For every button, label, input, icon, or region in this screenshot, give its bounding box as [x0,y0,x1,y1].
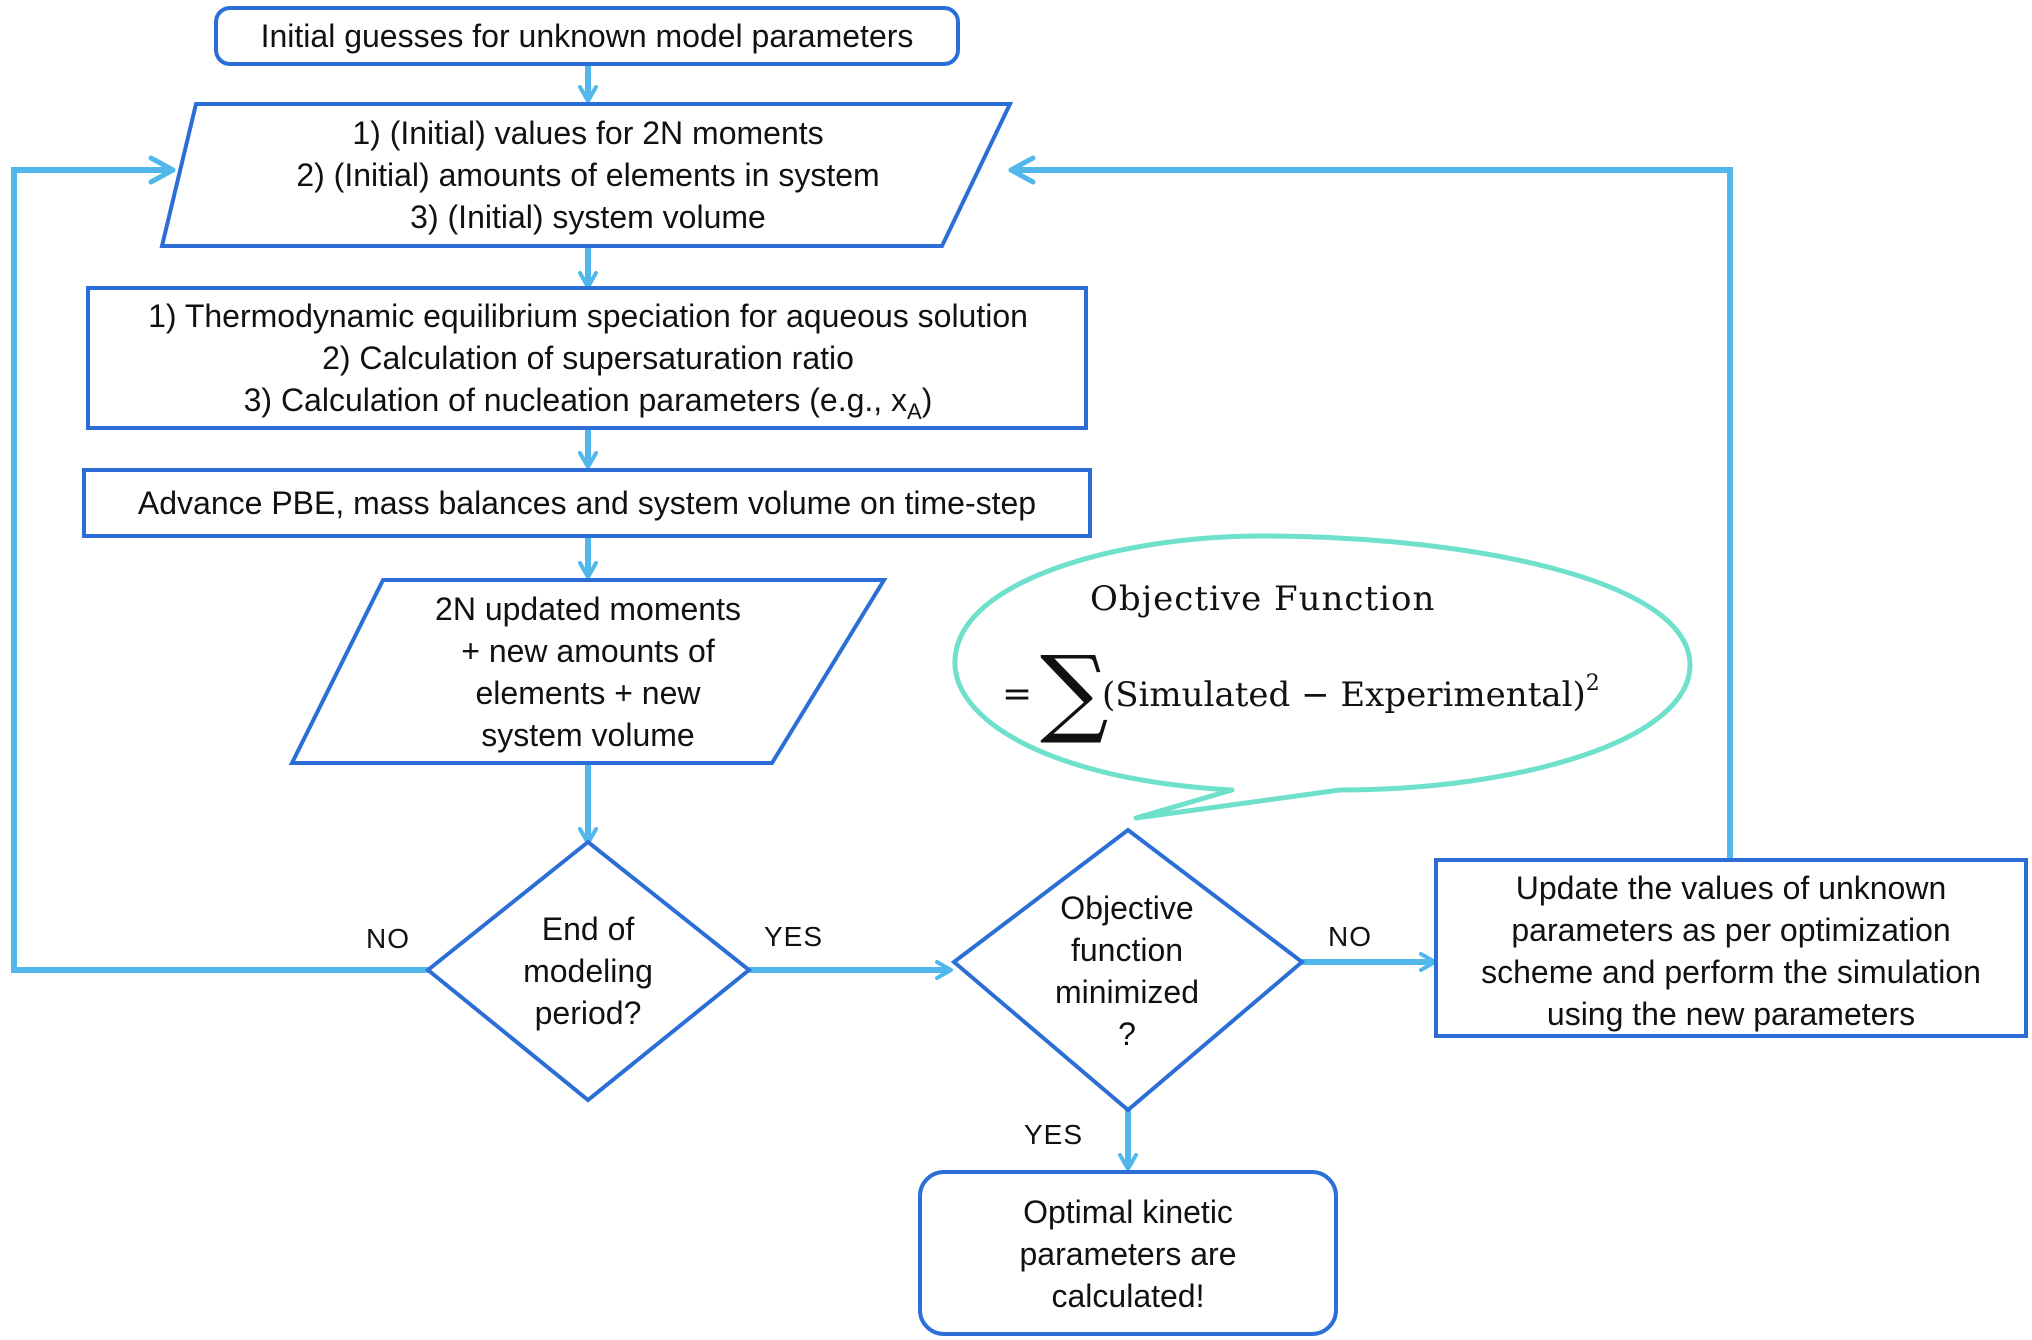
node-update-params-line-3: scheme and perform the simulation [1481,954,1981,990]
node-initial-values: 1) (Initial) values for 2N moments 2) (I… [159,102,1014,248]
node-updated-line-3: elements + new [475,675,701,711]
node-thermo-line-3-subscript: A [907,399,922,424]
node-end-decision-line-2: modeling [523,953,653,989]
node-update-params-line-4: using the new parameters [1547,996,1915,1032]
node-updated: 2N updated moments + new amounts of elem… [288,578,888,765]
node-updated-line-4: system volume [481,717,694,753]
edge-label-end-no: NO [366,923,410,954]
arrow-update-loop-right [1008,155,1733,860]
node-thermo-line-3: 3) Calculation of nucleation parameters … [244,382,933,424]
callout-sigma: ∑ [1040,635,1109,747]
node-optimal-line-1: Optimal kinetic [1023,1194,1233,1230]
node-objective-decision-line-1: Objective [1060,890,1193,926]
callout-bubble [952,533,1693,821]
node-initial-guesses-line-1: Initial guesses for unknown model parame… [261,18,914,54]
callout-title: Objective Function [1090,579,1435,619]
node-update-params-line-1: Update the values of unknown [1516,870,1947,906]
node-objective-decision: Objective function minimized ? [950,827,1306,1113]
node-objective-decision-line-4: ? [1118,1016,1136,1052]
node-initial-values-line-2: 2) (Initial) amounts of elements in syst… [296,157,879,193]
node-initial-values-line-1: 1) (Initial) values for 2N moments [352,115,823,151]
node-updated-line-1: 2N updated moments [435,591,741,627]
node-initial-guesses: Initial guesses for unknown model parame… [214,6,960,66]
node-objective-decision-line-2: function [1071,932,1183,968]
edge-label-objective-no: NO [1328,921,1372,952]
edge-label-end-yes: YES [764,921,823,952]
node-optimal-line-3: calculated! [1052,1278,1205,1314]
connectors [11,64,1733,1171]
node-updated-line-2: + new amounts of [461,633,715,669]
node-update-params-line-2: parameters as per optimization [1511,912,1950,948]
node-thermo-line-1: 1) Thermodynamic equilibrium speciation … [148,298,1028,334]
node-end-decision: End of modeling period? [424,839,753,1103]
callout-expression: (Simulated − Experimental)2 [1102,671,1600,715]
node-optimal: Optimal kinetic parameters are calculate… [918,1170,1338,1336]
callout-expression-body: (Simulated − Experimental) [1102,675,1586,715]
node-optimal-line-2: parameters are [1020,1236,1237,1272]
node-end-decision-line-3: period? [535,995,642,1031]
node-initial-values-line-3: 3) (Initial) system volume [410,199,766,235]
edge-label-objective-yes: YES [1024,1119,1083,1150]
node-advance-line-1: Advance PBE, mass balances and system vo… [138,485,1036,521]
callout-equals: = [1002,674,1032,715]
node-end-decision-line-1: End of [542,911,635,947]
node-advance: Advance PBE, mass balances and system vo… [82,468,1092,538]
node-thermo: 1) Thermodynamic equilibrium speciation … [86,286,1088,430]
node-thermo-line-3-main: 3) Calculation of nucleation parameters … [244,382,907,418]
arrow-no-loop-left [11,155,428,973]
node-update-params: Update the values of unknown parameters … [1434,858,2028,1038]
callout-exponent: 2 [1586,671,1600,696]
node-thermo-line-3-close: ) [922,382,933,418]
node-thermo-line-2: 2) Calculation of supersaturation ratio [322,340,854,376]
node-objective-decision-line-3: minimized [1055,974,1199,1010]
objective-function-callout: Objective Function = ∑ (Simulated − Expe… [952,533,1693,821]
